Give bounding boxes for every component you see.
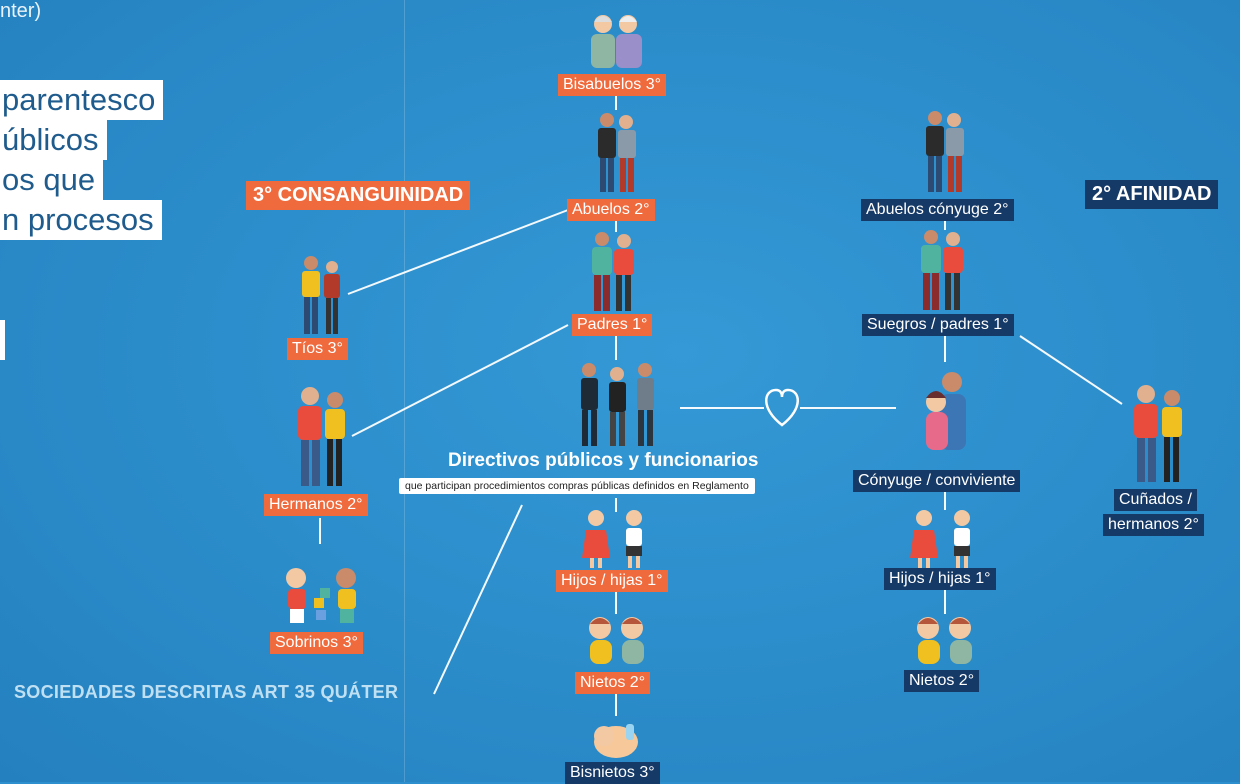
label-hijos: Hijos / hijas 1° bbox=[556, 570, 668, 592]
heart-icon bbox=[765, 388, 799, 427]
heading-consanguinidad: 3° CONSANGUINIDAD bbox=[246, 181, 471, 210]
label-bisnietos: Bisnietos 3° bbox=[565, 762, 660, 784]
abuelos-conyuge-icon bbox=[926, 111, 964, 192]
intro-text-block: parentesco úblicos os que n procesos bbox=[0, 80, 164, 360]
label-bisabuelos: Bisabuelos 3° bbox=[558, 74, 667, 96]
label-hermanos: Hermanos 2° bbox=[264, 494, 368, 516]
label-tios: Tíos 3° bbox=[287, 338, 348, 360]
hijos-afin-icon bbox=[910, 510, 970, 568]
tios-icon bbox=[302, 256, 340, 334]
label-cunados-line2: hermanos 2° bbox=[1103, 514, 1204, 536]
label-padres: Padres 1° bbox=[572, 314, 653, 336]
nietos-afin-icon bbox=[917, 617, 972, 664]
heading-afinidad: 2° AFINIDAD bbox=[1085, 180, 1219, 209]
panel-divider bbox=[404, 0, 405, 782]
center-subtitle: que participan procedimientos compras pú… bbox=[399, 478, 755, 494]
sobrinos-icon bbox=[286, 568, 356, 623]
label-abuelos-conyuge: Abuelos cónyuge 2° bbox=[861, 199, 1014, 221]
top-text-fragment: nter) bbox=[0, 0, 42, 22]
label-sobrinos: Sobrinos 3° bbox=[270, 632, 363, 654]
bisabuelos-icon bbox=[591, 15, 642, 68]
label-conyuge: Cónyuge / conviviente bbox=[853, 470, 1021, 492]
label-nietos-afin: Nietos 2° bbox=[904, 670, 980, 692]
hermanos-icon bbox=[298, 387, 345, 486]
label-suegros: Suegros / padres 1° bbox=[862, 314, 1014, 336]
line-abuelos-tios bbox=[347, 209, 569, 295]
cunados-icon bbox=[1134, 385, 1182, 482]
line-suegros-cunados bbox=[1019, 335, 1123, 405]
conyuge-icon bbox=[926, 372, 966, 450]
sociedades-label: SOCIEDADES DESCRITAS ART 35 QUÁTER bbox=[14, 682, 399, 702]
label-hijos-afin: Hijos / hijas 1° bbox=[884, 568, 996, 590]
label-nietos: Nietos 2° bbox=[575, 672, 651, 694]
nietos-icon bbox=[589, 617, 644, 664]
intro-line: úblicos bbox=[0, 120, 107, 160]
line-padres-hermanos bbox=[351, 324, 569, 437]
directivos-icon bbox=[581, 363, 654, 446]
abuelos-icon bbox=[598, 113, 636, 192]
suegros-icon bbox=[921, 230, 963, 310]
center-title: Directivos públicos y funcionarios bbox=[448, 450, 759, 471]
intro-line: parentesco bbox=[0, 80, 164, 120]
padres-icon bbox=[592, 232, 634, 311]
label-cunados-line1: Cuñados / bbox=[1114, 489, 1197, 511]
intro-line: n procesos bbox=[0, 200, 162, 240]
line-sociedades bbox=[433, 504, 523, 695]
hijos-icon bbox=[582, 510, 642, 568]
intro-line: os que bbox=[0, 160, 104, 200]
bisnietos-icon bbox=[594, 724, 638, 758]
label-abuelos: Abuelos 2° bbox=[567, 199, 655, 221]
intro-bar bbox=[0, 320, 5, 360]
